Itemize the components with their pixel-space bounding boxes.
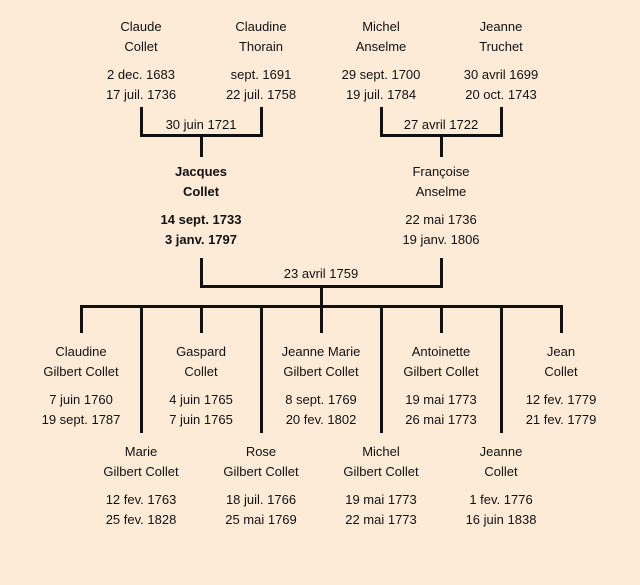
first-name: Françoise <box>412 164 470 179</box>
line <box>80 305 83 333</box>
first-name: Rose <box>245 444 277 459</box>
person-card[interactable]: Jeanne Truchet 30 avril 1699 20 oct. 174… <box>431 17 571 105</box>
birth-date: 1 fev. 1776 <box>469 492 533 507</box>
birth-date: 29 sept. 1700 <box>341 67 421 82</box>
person-card[interactable]: Michel Anselme 29 sept. 1700 19 juil. 17… <box>311 17 451 105</box>
last-name: Gilbert Collet <box>103 464 179 479</box>
death-date: 21 fev. 1779 <box>525 412 597 427</box>
first-name: Jeanne Marie <box>281 344 361 359</box>
death-date: 20 oct. 1743 <box>465 87 537 102</box>
person-card-focus[interactable]: Jacques Collet 14 sept. 1733 3 janv. 179… <box>131 162 271 250</box>
line <box>440 305 443 333</box>
first-name: Marie <box>124 444 158 459</box>
death-date: 19 juil. 1784 <box>345 87 417 102</box>
birth-date: 7 juin 1760 <box>49 392 113 407</box>
death-date: 19 sept. 1787 <box>41 412 121 427</box>
line <box>560 305 563 333</box>
first-name: Jean <box>546 344 576 359</box>
last-name: Gilbert Collet <box>403 364 479 379</box>
line <box>200 305 203 333</box>
line <box>440 134 443 157</box>
birth-date: 30 avril 1699 <box>463 67 539 82</box>
birth-date: 19 mai 1773 <box>345 492 417 507</box>
line <box>500 107 503 136</box>
death-date: 19 janv. 1806 <box>402 232 480 247</box>
last-name: Collet <box>184 364 218 379</box>
first-name: Antoinette <box>411 344 471 359</box>
first-name: Jeanne <box>479 19 523 34</box>
last-name: Gilbert Collet <box>283 364 359 379</box>
birth-date: 14 sept. 1733 <box>160 212 242 227</box>
first-name: Michel <box>362 444 400 459</box>
death-date: 16 juin 1838 <box>465 512 537 527</box>
death-date: 25 fev. 1828 <box>105 512 177 527</box>
line <box>440 258 443 287</box>
line <box>200 134 203 157</box>
birth-date: 8 sept. 1769 <box>285 392 357 407</box>
death-date: 22 mai 1773 <box>345 512 417 527</box>
death-date: 7 juin 1765 <box>169 412 233 427</box>
first-name: Claudine <box>55 344 107 359</box>
last-name: Truchet <box>479 39 523 54</box>
first-name: Jacques <box>174 164 228 179</box>
line <box>500 305 503 433</box>
last-name: Thorain <box>238 39 284 54</box>
person-card[interactable]: Claude Collet 2 dec. 1683 17 juil. 1736 <box>71 17 211 105</box>
marriage-date: 23 avril 1759 <box>283 266 359 281</box>
birth-date: 12 fev. 1779 <box>525 392 597 407</box>
last-name: Collet <box>544 364 578 379</box>
line <box>380 305 383 433</box>
person-card[interactable]: Françoise Anselme 22 mai 1736 19 janv. 1… <box>371 162 511 250</box>
first-name: Gaspard <box>176 344 226 359</box>
first-name: Jeanne <box>479 444 523 459</box>
person-card[interactable]: Claudine Thorain sept. 1691 22 juil. 175… <box>191 17 331 105</box>
death-date: 20 fev. 1802 <box>285 412 357 427</box>
marriage-date: 30 juin 1721 <box>165 117 237 132</box>
line <box>140 107 143 136</box>
death-date: 26 mai 1773 <box>405 412 477 427</box>
line <box>260 107 263 136</box>
birth-date: 4 juin 1765 <box>169 392 233 407</box>
line <box>140 305 143 433</box>
birth-date: 12 fev. 1763 <box>105 492 177 507</box>
last-name: Anselme <box>355 39 407 54</box>
death-date: 22 juil. 1758 <box>225 87 297 102</box>
last-name: Gilbert Collet <box>223 464 299 479</box>
last-name: Gilbert Collet <box>343 464 419 479</box>
last-name: Anselme <box>415 184 467 199</box>
birth-date: 18 juil. 1766 <box>225 492 297 507</box>
last-name: Gilbert Collet <box>43 364 119 379</box>
line <box>320 305 323 333</box>
last-name: Collet <box>124 39 158 54</box>
last-name: Collet <box>484 464 518 479</box>
death-date: 17 juil. 1736 <box>105 87 177 102</box>
birth-date: sept. 1691 <box>230 67 292 82</box>
line <box>320 285 323 307</box>
birth-date: 22 mai 1736 <box>405 212 477 227</box>
line <box>380 107 383 136</box>
first-name: Claude <box>120 19 162 34</box>
death-date: 25 mai 1769 <box>225 512 297 527</box>
first-name: Claudine <box>235 19 287 34</box>
line <box>200 258 203 287</box>
line <box>260 305 263 433</box>
death-date: 3 janv. 1797 <box>164 232 238 247</box>
last-name: Collet <box>182 184 220 199</box>
birth-date: 19 mai 1773 <box>405 392 477 407</box>
marriage-date: 27 avril 1722 <box>403 117 479 132</box>
first-name: Michel <box>362 19 400 34</box>
birth-date: 2 dec. 1683 <box>107 67 175 82</box>
